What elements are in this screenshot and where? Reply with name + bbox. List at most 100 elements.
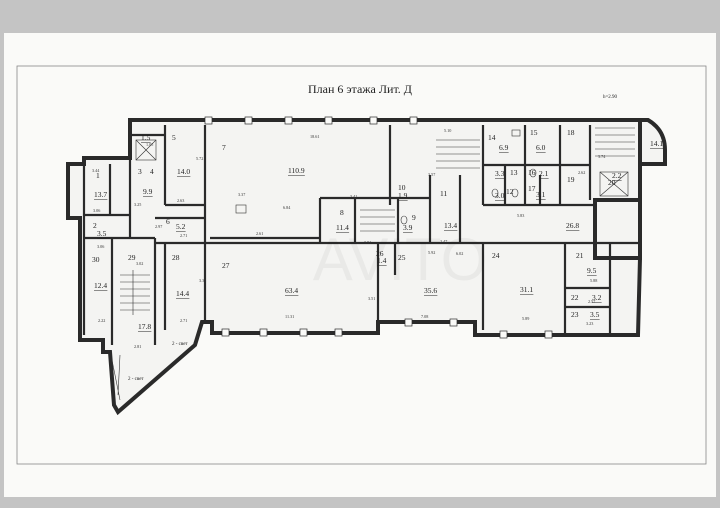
height-note: h=2.90: [603, 95, 618, 100]
interior-walls: [82, 125, 640, 345]
dimension-label: 2.61: [256, 231, 263, 236]
dimension-label: 2.63: [177, 198, 184, 203]
room-area: 3.3: [495, 169, 505, 178]
room-number: 22: [571, 293, 579, 302]
room-area: 1.9: [398, 191, 408, 200]
room-area: 17.8: [138, 322, 151, 331]
dimension-label: 3.31: [199, 278, 206, 283]
dimension-label: 6.84: [283, 205, 291, 210]
dimension-label: 5.88: [590, 278, 597, 283]
room-area: 3.2: [592, 293, 602, 302]
room-number: 26: [376, 249, 384, 258]
dimension-labels: 18.61 5.10 3.44 5.72 3.06 2.63 6.84 3.37…: [92, 128, 606, 349]
dimension-label: 3.06: [97, 244, 104, 249]
room-number: 11: [440, 189, 447, 198]
dimension-label: 5.72: [196, 156, 203, 161]
room-area: 9.9: [143, 187, 153, 196]
room-number: 25: [398, 253, 406, 262]
drawing-frame: [16, 65, 707, 465]
room-area: 13.7: [94, 190, 107, 199]
room-area: 3.0: [495, 191, 505, 200]
room-number: 10: [398, 183, 406, 192]
stair-note: 2 - свет: [128, 377, 144, 382]
room-area: 110.9: [288, 166, 305, 175]
dimension-label: 2.57: [588, 299, 595, 304]
dimension-label: 2.62: [578, 170, 585, 175]
room-area: 14.1: [650, 139, 663, 148]
stair-note: 2 - свет: [172, 342, 188, 347]
room-number: 29: [128, 253, 136, 262]
room-number: 9: [412, 213, 416, 222]
dimension-label: 5.10: [444, 128, 451, 133]
dimension-label: 3.23: [586, 321, 593, 326]
dimension-label: 3.41: [350, 194, 357, 199]
room-number: 1: [96, 171, 100, 180]
room-number: 18: [567, 128, 575, 137]
room-area: 13.4: [444, 221, 457, 230]
room-number: 2: [93, 221, 97, 230]
room-number-labels: 1 2 3 4 5 6 7 8 9 10 11 12 13 14 15 16 1…: [92, 128, 616, 319]
dimension-label: 11.31: [285, 314, 294, 319]
room-area: 2.2: [612, 171, 622, 180]
room-area: 31.1: [520, 285, 533, 294]
dimension-label: 5.92: [428, 250, 435, 255]
room-number: 28: [172, 253, 180, 262]
dimension-label: 3.51: [364, 240, 371, 245]
dimension-label: 5.83: [517, 213, 524, 218]
room-number: 3: [138, 167, 142, 176]
dimension-label: 18.61: [310, 134, 319, 139]
dimension-label: 1.05: [146, 142, 153, 147]
room-number: 13: [510, 168, 518, 177]
dimension-label: 3.25: [134, 202, 141, 207]
room-number: 15: [530, 128, 538, 137]
room-area: 3.5: [590, 310, 600, 319]
room-area: 5.2: [176, 222, 186, 231]
dimension-label: 2.22: [98, 318, 105, 323]
room-area: 63.4: [285, 286, 298, 295]
room-number: 14: [488, 133, 496, 142]
room-area: 3.9: [403, 223, 413, 232]
room-number: 4: [150, 167, 154, 176]
dimension-label: 3.57: [428, 172, 435, 177]
dimension-label: 2.71: [180, 233, 187, 238]
dimension-label: 2.81: [134, 344, 141, 349]
room-area: 1.4: [377, 256, 387, 265]
room-area: 3.5: [97, 229, 107, 238]
room-area: 9.5: [587, 266, 597, 275]
room-area: 6.9: [499, 143, 509, 152]
room-number: 19: [567, 175, 575, 184]
room-number: 30: [92, 255, 100, 264]
dimension-label: 3.37: [238, 192, 245, 197]
plan-title: План 6 этажа Лит. Д: [308, 82, 412, 96]
room-number: 27: [222, 261, 230, 270]
room-area: 1.5: [141, 133, 151, 142]
dimension-label: 7.08: [421, 314, 428, 319]
room-number: 17: [528, 184, 536, 193]
room-area: 2.1: [539, 169, 549, 178]
room-number: 21: [576, 251, 584, 260]
dimension-label: 3.74: [598, 154, 606, 159]
room-number: 7: [222, 143, 226, 152]
top-windows: [204, 116, 553, 339]
dimension-label: 3.06: [93, 208, 100, 213]
room-area: 35.6: [424, 286, 437, 295]
room-area-labels: 13.7 3.5 9.9 14.0 5.2 110.9 1 1.4 3.9 1.9…: [94, 133, 664, 332]
room-number: 24: [492, 251, 500, 260]
dimension-label: 2.97: [155, 224, 162, 229]
dimension-label: 5.89: [522, 316, 529, 321]
room-number: 8: [340, 208, 344, 217]
room-number: 12: [506, 187, 514, 196]
dimension-label: 2.47: [440, 239, 447, 244]
room-area: 26.8: [566, 221, 579, 230]
room-area: 3.1: [536, 190, 546, 199]
room-number: 16: [528, 168, 536, 177]
room-number: 6: [166, 217, 170, 226]
sanitary-fixtures: [235, 129, 537, 225]
dimension-label: 2.71: [180, 318, 187, 323]
dimension-label: 3.44: [92, 168, 100, 173]
dimension-label: 3.02: [136, 261, 143, 266]
room-number: 23: [571, 310, 579, 319]
dimension-label: 3.51: [368, 296, 375, 301]
room-area: 14.0: [177, 167, 190, 176]
